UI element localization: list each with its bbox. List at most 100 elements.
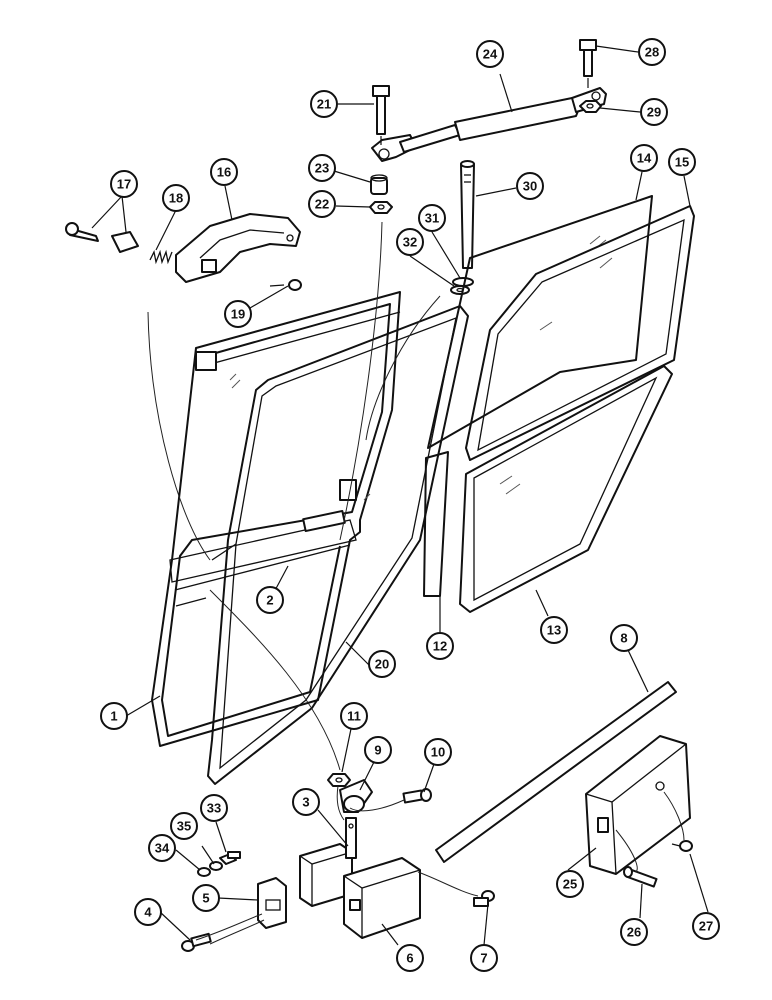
callout-28: 28 xyxy=(638,38,666,66)
part-9-roller xyxy=(339,779,373,813)
callout-32: 32 xyxy=(396,228,424,256)
callout-14: 14 xyxy=(630,144,658,172)
part-33-34-35-fasteners xyxy=(197,851,241,877)
callout-35: 35 xyxy=(170,812,198,840)
callout-label: 31 xyxy=(425,211,439,226)
callout-label: 7 xyxy=(480,951,487,966)
callout-12: 12 xyxy=(426,632,454,660)
callout-9: 9 xyxy=(364,736,392,764)
callout-label: 30 xyxy=(523,179,537,194)
callout-30: 30 xyxy=(516,172,544,200)
part-8-bar xyxy=(435,681,677,863)
part-16-handle xyxy=(175,213,301,283)
callout-25: 25 xyxy=(556,870,584,898)
callout-8: 8 xyxy=(610,624,638,652)
callout-7: 7 xyxy=(470,944,498,972)
callout-label: 3 xyxy=(302,795,309,810)
callout-label: 22 xyxy=(315,197,329,212)
callout-label: 28 xyxy=(645,45,659,60)
part-29-nut xyxy=(579,100,602,113)
callout-label: 18 xyxy=(169,191,183,206)
glass-lines-1 xyxy=(229,373,371,501)
callout-label: 8 xyxy=(620,631,627,646)
callout-33: 33 xyxy=(200,794,228,822)
callout-label: 5 xyxy=(202,891,209,906)
callout-15: 15 xyxy=(668,148,696,176)
callout-label: 16 xyxy=(217,165,231,180)
callout-label: 20 xyxy=(375,657,389,672)
callout-18: 18 xyxy=(162,184,190,212)
part-17-key-and-cylinder xyxy=(65,222,139,253)
callout-label: 26 xyxy=(627,925,641,940)
callout-label: 14 xyxy=(637,151,652,166)
callout-4: 4 xyxy=(134,898,162,926)
callout-13: 13 xyxy=(540,616,568,644)
part-13-frame xyxy=(459,365,673,613)
part-21-bolt xyxy=(372,85,390,145)
assembly-guide-lines xyxy=(147,221,685,945)
callout-label: 25 xyxy=(563,877,577,892)
callout-20: 20 xyxy=(368,650,396,678)
callout-label: 21 xyxy=(317,97,331,112)
callout-19: 19 xyxy=(224,300,252,328)
callout-2: 2 xyxy=(256,586,284,614)
part-23-bushing xyxy=(370,174,388,195)
callout-label: 10 xyxy=(431,745,445,760)
part-11-nut xyxy=(327,773,351,787)
callout-6: 6 xyxy=(396,944,424,972)
callout-16: 16 xyxy=(210,158,238,186)
callout-label: 23 xyxy=(315,161,329,176)
callout-label: 13 xyxy=(547,623,561,638)
callout-5: 5 xyxy=(192,884,220,912)
callout-label: 11 xyxy=(347,709,361,724)
callout-label: 24 xyxy=(483,47,498,62)
callout-label: 1 xyxy=(110,709,117,724)
part-12-glass xyxy=(423,451,449,597)
part-26-screw xyxy=(623,866,658,888)
callout-1: 1 xyxy=(100,702,128,730)
callout-10: 10 xyxy=(424,738,452,766)
callout-label: 4 xyxy=(144,905,152,920)
part-15-frame xyxy=(465,205,695,461)
part-24-gas-strut xyxy=(371,87,607,162)
part-27-screw xyxy=(671,840,693,852)
callout-label: 32 xyxy=(403,235,417,250)
callout-24: 24 xyxy=(476,40,504,68)
callout-label: 15 xyxy=(675,155,689,170)
callout-3: 3 xyxy=(292,788,320,816)
callout-31: 31 xyxy=(418,204,446,232)
callout-34: 34 xyxy=(148,834,176,862)
callout-label: 29 xyxy=(647,105,661,120)
part-22-nut xyxy=(369,201,393,214)
callout-11: 11 xyxy=(340,702,368,730)
part-30-hinge-pin xyxy=(460,160,475,269)
callout-22: 22 xyxy=(308,190,336,218)
callout-21: 21 xyxy=(310,90,338,118)
part-1-door-frame xyxy=(151,291,401,747)
callout-26: 26 xyxy=(620,918,648,946)
callout-label: 27 xyxy=(699,919,713,934)
callout-label: 2 xyxy=(266,593,273,608)
callout-23: 23 xyxy=(308,154,336,182)
part-5-block xyxy=(257,877,287,929)
callout-label: 35 xyxy=(177,819,191,834)
callout-label: 12 xyxy=(433,639,447,654)
callout-17: 17 xyxy=(110,170,138,198)
callout-label: 34 xyxy=(155,841,170,856)
part-7-screw xyxy=(473,890,495,907)
part-19-screw xyxy=(269,279,302,291)
callout-label: 19 xyxy=(231,307,245,322)
part-18-spring xyxy=(149,249,173,265)
part-25-cover xyxy=(585,735,691,875)
leader-lines xyxy=(91,45,709,946)
callout-label: 17 xyxy=(117,177,131,192)
part-10-bolt xyxy=(402,788,432,804)
part-6-latch-body xyxy=(343,857,421,939)
callout-label: 9 xyxy=(374,743,381,758)
callout-29: 29 xyxy=(640,98,668,126)
callout-27: 27 xyxy=(692,912,720,940)
part-28-bolt xyxy=(579,39,597,88)
callout-label: 6 xyxy=(406,951,413,966)
